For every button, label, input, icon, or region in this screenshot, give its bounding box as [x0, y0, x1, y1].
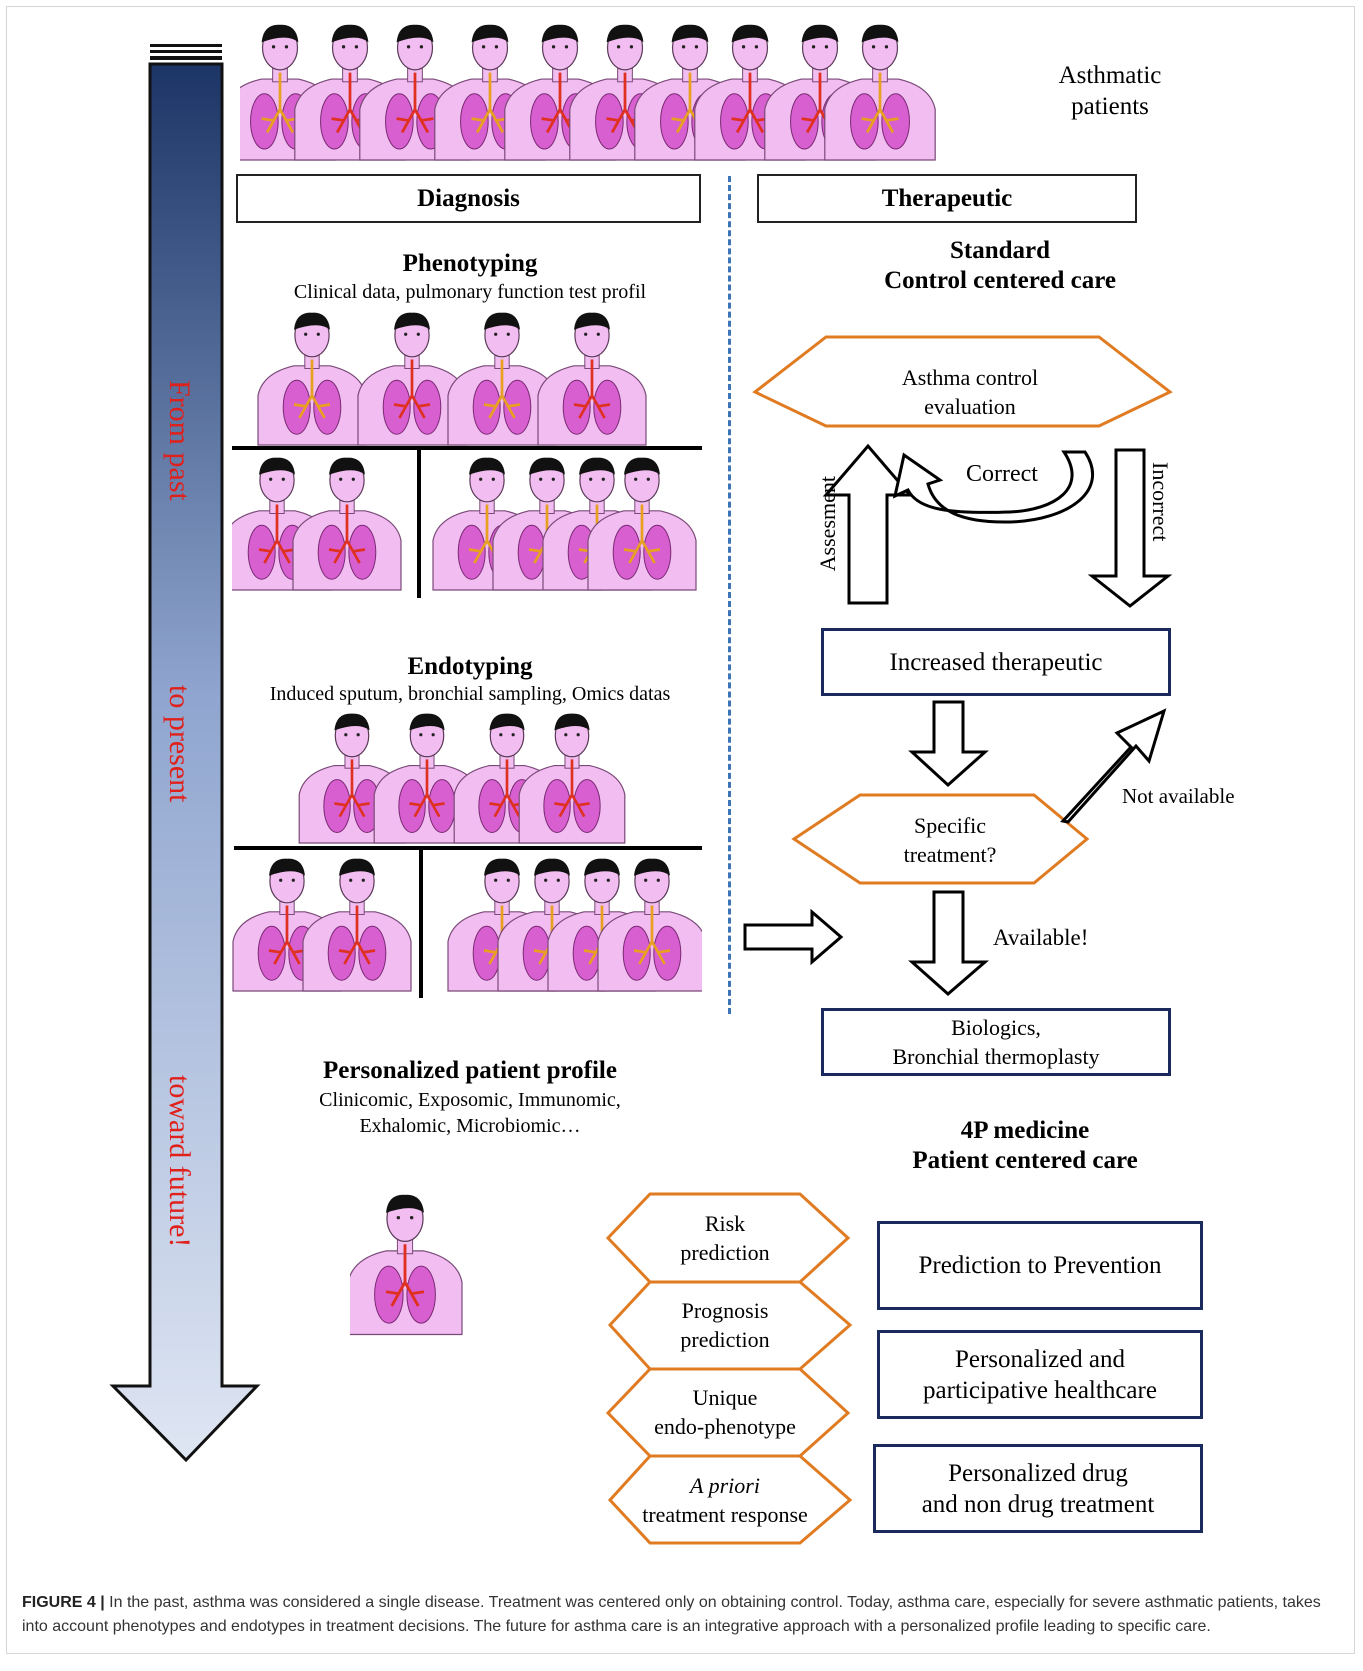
endotyping-to-therapy-arrow	[743, 908, 844, 966]
patient-figure	[350, 1194, 463, 1336]
biologics-box: Biologics,Bronchial thermoplasty	[821, 1008, 1171, 1076]
not-available-arrow	[1060, 708, 1167, 824]
patient-figure	[357, 312, 467, 446]
assesment-arrow	[822, 443, 914, 605]
caption-label: FIGURE 4 |	[22, 1594, 105, 1611]
figure-caption: FIGURE 4 | In the past, asthma was consi…	[22, 1591, 1332, 1639]
phenotyping-title: Phenotyping	[402, 250, 538, 277]
endotyping-illustration	[232, 713, 702, 998]
standard-care-title: Standard Control centered care	[884, 237, 1116, 294]
assesment-label: Assesment	[815, 476, 840, 572]
endotyping-subtitle: Induced sputum, bronchial sampling, Omic…	[269, 683, 671, 705]
patient-figure	[537, 312, 647, 446]
patient-figure	[292, 457, 402, 591]
not-available-label: Not available	[1122, 784, 1235, 808]
timeline-label-present: to present	[163, 685, 196, 803]
patient-figure	[373, 713, 481, 844]
hexagon-control-evaluation	[752, 335, 1173, 428]
hexagon-a-priori	[607, 1454, 853, 1545]
column-divider	[728, 176, 731, 1014]
patient-figure	[302, 858, 412, 992]
increased-therapeutic-box: Increased therapeutic	[821, 628, 1171, 696]
profile-subtitle: Clinicomic, Exposomic, Immunomic, Exhalo…	[319, 1089, 621, 1137]
phenotyping-illustration	[232, 312, 702, 598]
patient-figure	[587, 457, 697, 591]
phenotyping-subtitle: Clinical data, pulmonary function test p…	[293, 281, 647, 303]
hexagon-specific-treatment	[791, 793, 1090, 885]
caption-text: In the past, asthma was considered a sin…	[22, 1594, 1321, 1635]
timeline-arrow	[109, 44, 261, 1463]
incorrect-arrow	[1087, 448, 1173, 608]
single-patient-illustration	[350, 1194, 463, 1336]
therapeutic-flow-graphics	[605, 335, 1173, 1545]
endotyping-title: Endotyping	[407, 653, 533, 680]
correct-label: Correct	[966, 461, 1038, 487]
timeline-label-future: toward future!	[163, 1075, 196, 1248]
therapeutic-header: Therapeutic	[757, 174, 1137, 223]
available-arrow	[908, 890, 990, 996]
timeline-label-past: From past	[163, 380, 196, 501]
patient-figure	[824, 24, 936, 161]
incorrect-label: Incorrect	[1148, 462, 1173, 542]
profile-title: Personalized patient profile	[323, 1057, 617, 1084]
patient-figure	[597, 858, 702, 992]
4p-medicine-title: 4P medicine Patient centered care	[912, 1117, 1138, 1174]
outcome-prediction-prevention: Prediction to Prevention	[877, 1221, 1203, 1310]
asthmatic-patients-illustration	[240, 24, 936, 161]
available-label: Available!	[993, 925, 1089, 950]
patient-figure	[518, 713, 626, 844]
figure-frame	[6, 6, 1355, 1654]
diagnosis-header: Diagnosis	[236, 174, 701, 223]
asthmatic-patients-label: Asthmatic patients	[1058, 62, 1162, 120]
patient-figure	[447, 312, 557, 446]
down-arrow-to-specific	[908, 700, 989, 788]
correct-curved-arrow	[892, 450, 1094, 524]
patient-figure	[257, 312, 367, 446]
